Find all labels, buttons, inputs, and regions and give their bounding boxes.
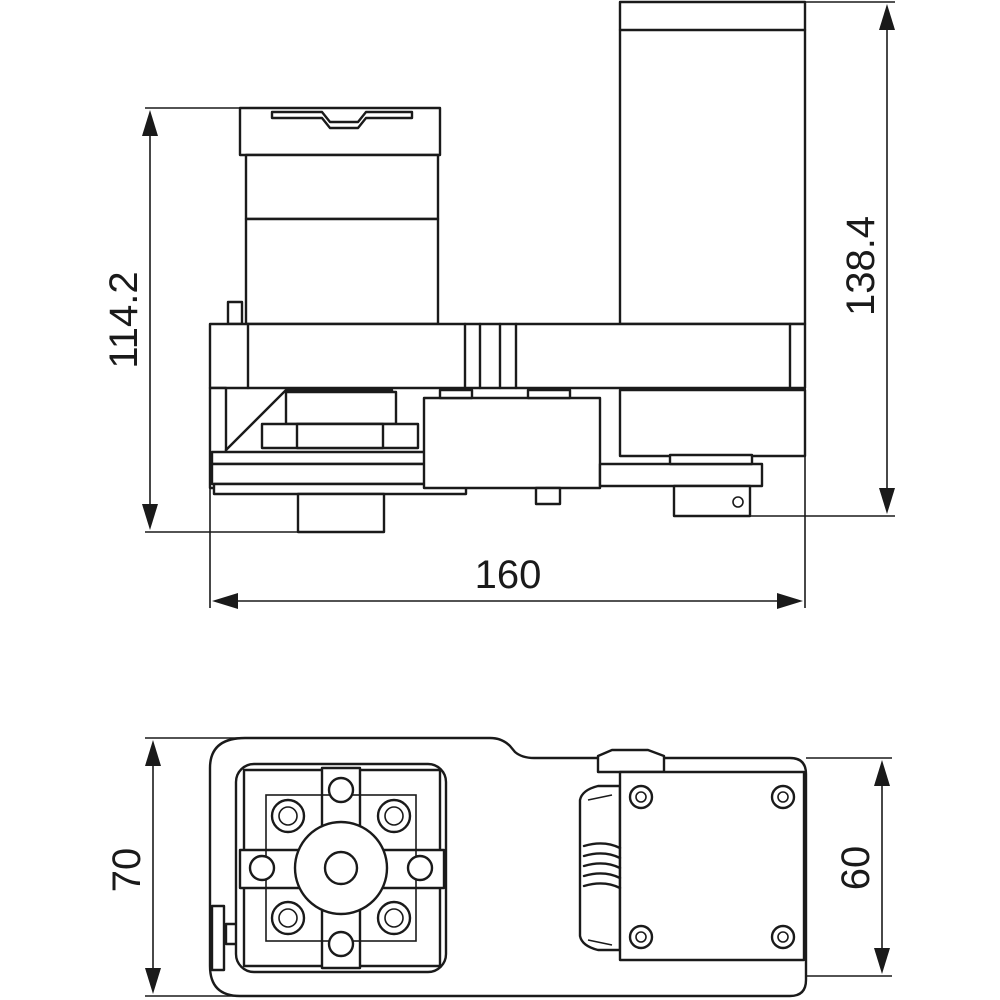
dim-width-right-top-label: 60 [834,846,878,891]
dimension-height-left: 114.2 [102,110,158,530]
dim-height-left-label: 114.2 [102,271,146,368]
dim-width-label: 160 [475,553,542,597]
top-view: 70 60 [105,736,892,998]
motor-housing [618,0,807,458]
gripper-screws [248,776,434,958]
dimension-width: 160 [212,553,803,609]
dim-width-left-top-label: 70 [105,848,149,893]
dimension-width-right-top: 60 [834,760,890,974]
side-view: 114.2 138.4 160 [102,0,895,609]
gripper-head [226,106,442,326]
dim-height-right-label: 138.4 [839,216,883,316]
dimension-height-right: 138.4 [839,4,895,514]
spring [582,842,622,890]
base-mechanism [210,388,764,534]
motor-top [578,748,806,962]
dimension-width-left-top: 70 [105,740,161,994]
